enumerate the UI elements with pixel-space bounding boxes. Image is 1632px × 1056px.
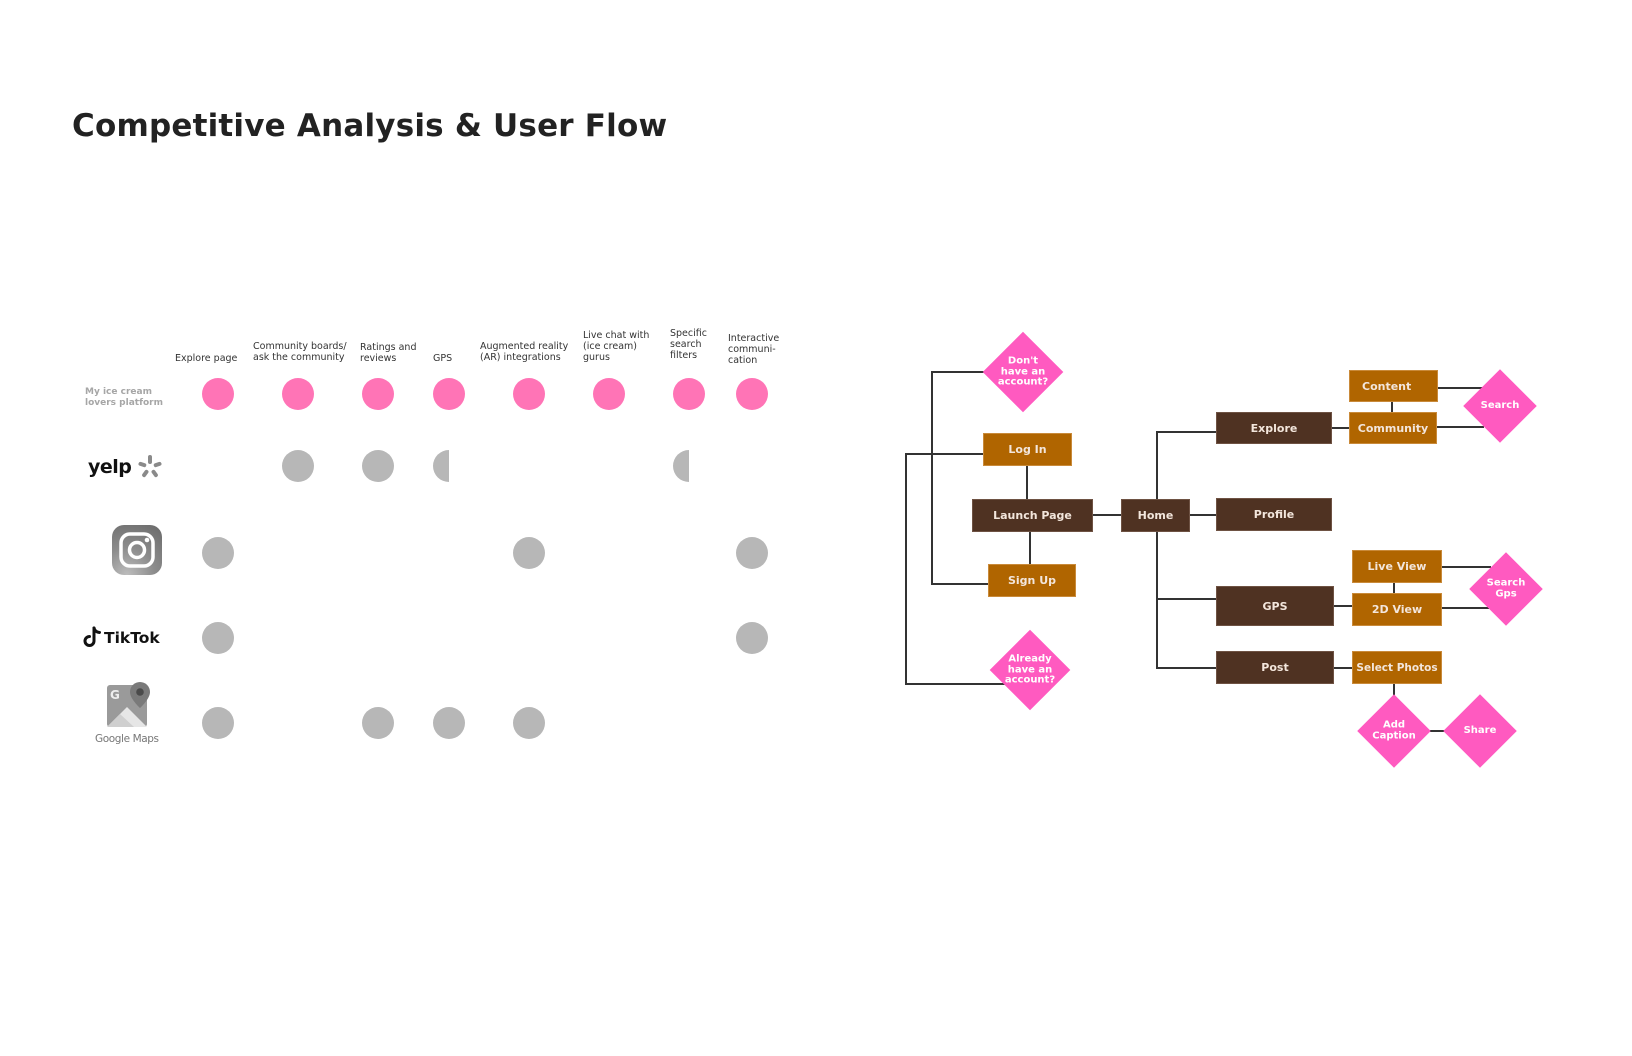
feature-dot-yelp-logo-col-1 bbox=[282, 450, 314, 482]
column-header-ar-integrations: Augmented reality (AR) integrations bbox=[480, 341, 569, 363]
page-title: Competitive Analysis & User Flow bbox=[72, 108, 668, 144]
tiktok-logo-text: TikTok bbox=[104, 629, 160, 647]
node-post: Post bbox=[1216, 651, 1334, 684]
feature-dot-instagram-logo-col-7 bbox=[736, 537, 768, 569]
node-live-view: Live View bbox=[1352, 550, 1442, 583]
column-header-live-chat: Live chat with (ice cream) gurus bbox=[583, 330, 650, 363]
node-select-photos: Select Photos bbox=[1352, 651, 1442, 684]
feature-dot-google-maps-logo-col-4 bbox=[513, 707, 545, 739]
node-home: Home bbox=[1121, 499, 1190, 532]
yelp-logo-text: yelp bbox=[88, 456, 131, 478]
yelp-burst-icon bbox=[138, 455, 162, 478]
node-community: Community bbox=[1349, 412, 1437, 444]
column-header-gps: GPS bbox=[433, 353, 453, 364]
column-header-ratings-reviews: Ratings and reviews bbox=[360, 342, 417, 364]
feature-dot-google-maps-logo-col-0 bbox=[202, 707, 234, 739]
feature-dot-instagram-logo-col-4 bbox=[513, 537, 545, 569]
feature-dot-text-label-col-6 bbox=[673, 378, 705, 410]
feature-dot-tiktok-logo-col-7 bbox=[736, 622, 768, 654]
node-explore: Explore bbox=[1216, 412, 1332, 444]
feature-dot-instagram-logo-col-0 bbox=[202, 537, 234, 569]
tiktok-logo: TikTok bbox=[83, 626, 165, 652]
feature-dot-text-label-col-3 bbox=[433, 378, 465, 410]
feature-dot-google-maps-logo-col-3 bbox=[433, 707, 465, 739]
decision-label: Don't have an account? bbox=[997, 355, 1049, 388]
feature-dot-text-label-col-5 bbox=[593, 378, 625, 410]
feature-dot-text-label-col-2 bbox=[362, 378, 394, 410]
connector-home-post bbox=[1156, 532, 1216, 669]
node-content: Content bbox=[1349, 370, 1438, 402]
column-header-community-boards: Community boards/ ask the community bbox=[253, 341, 347, 363]
column-header-interactive-communication: Interactive communi- cation bbox=[728, 333, 780, 366]
decision-label: Already have an account? bbox=[1004, 653, 1056, 686]
yelp-logo: yelp bbox=[88, 454, 162, 484]
decision-label: Share bbox=[1463, 724, 1497, 736]
feature-dot-google-maps-logo-col-2 bbox=[362, 707, 394, 739]
node-2d-view: 2D View bbox=[1352, 593, 1442, 626]
feature-dot-text-label-col-0 bbox=[202, 378, 234, 410]
feature-dot-text-label-col-4 bbox=[513, 378, 545, 410]
half-feature-dot-yelp-logo-col-3 bbox=[433, 450, 449, 482]
feature-dot-tiktok-logo-col-0 bbox=[202, 622, 234, 654]
feature-dot-text-label-col-7 bbox=[736, 378, 768, 410]
connector-log-in-already-have-account bbox=[905, 453, 1005, 685]
node-launch-page: Launch Page bbox=[972, 499, 1093, 532]
instagram-logo bbox=[112, 525, 162, 579]
tiktok-note-icon bbox=[83, 626, 101, 647]
feature-dot-text-label-col-1 bbox=[282, 378, 314, 410]
half-feature-dot-yelp-logo-col-6 bbox=[673, 450, 689, 482]
decision-label: Add Caption bbox=[1372, 719, 1416, 741]
column-header-explore-page: Explore page bbox=[175, 353, 238, 364]
node-profile: Profile bbox=[1216, 498, 1332, 531]
feature-dot-yelp-logo-col-2 bbox=[362, 450, 394, 482]
row-label-my-platform: My ice cream lovers platform bbox=[85, 387, 163, 408]
column-header-search-filters: Specific search filters bbox=[670, 328, 707, 361]
google-maps-logo: G Google Maps bbox=[94, 682, 162, 750]
decision-label: Search bbox=[1480, 399, 1520, 411]
node-log-in: Log In bbox=[983, 433, 1072, 466]
google-maps-logo-text: Google Maps bbox=[95, 733, 159, 745]
node-sign-up: Sign Up bbox=[988, 564, 1076, 597]
map-pin-icon bbox=[130, 682, 150, 708]
google-g-icon: G bbox=[110, 688, 120, 702]
node-gps: GPS bbox=[1216, 586, 1334, 626]
connector-home-explore bbox=[1156, 431, 1216, 499]
connector-dont-have-account-sign-up bbox=[931, 371, 990, 585]
decision-label: Search Gps bbox=[1486, 577, 1526, 599]
